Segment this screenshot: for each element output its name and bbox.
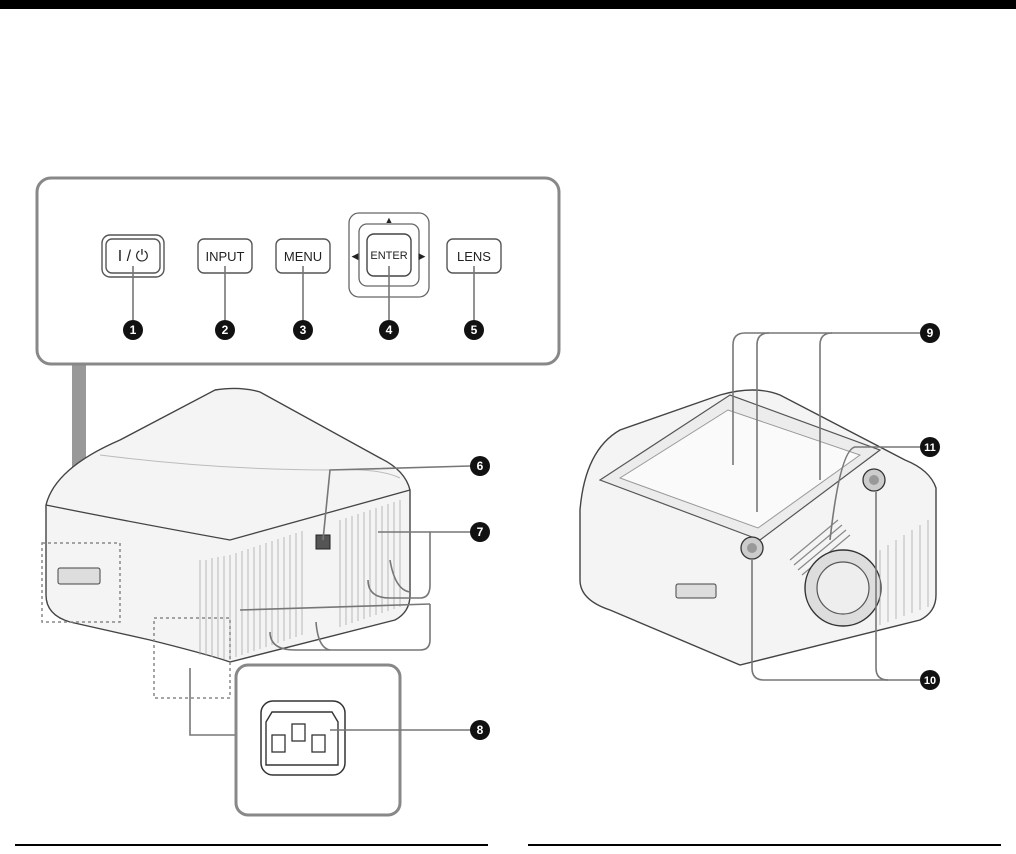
callout-9: 9	[920, 323, 940, 343]
power-button-label: I / ⏻	[118, 248, 149, 265]
svg-text:4: 4	[386, 323, 393, 337]
callout-11: 11	[920, 437, 940, 457]
svg-text:11: 11	[924, 442, 936, 454]
menu-button-label: MENU	[284, 249, 322, 264]
callout-8: 8	[470, 720, 490, 740]
arrow-left-icon[interactable]: ◀	[352, 251, 359, 261]
bottom-rule-right	[528, 844, 1001, 846]
svg-text:9: 9	[927, 326, 934, 340]
projector-bottom-view	[580, 333, 936, 680]
callout-6: 6	[470, 456, 490, 476]
callout-1: 1	[123, 320, 143, 340]
svg-text:1: 1	[130, 323, 137, 337]
callout-3: 3	[293, 320, 313, 340]
bottom-rule-left	[15, 844, 488, 846]
svg-text:8: 8	[477, 723, 484, 737]
callout-2: 2	[215, 320, 235, 340]
projector-front-view	[42, 388, 470, 698]
svg-text:3: 3	[300, 323, 307, 337]
input-button-label: INPUT	[206, 249, 245, 264]
projector-body	[46, 388, 410, 662]
callout-10: 10	[920, 670, 940, 690]
enter-button-label: ENTER	[370, 250, 407, 262]
svg-text:5: 5	[471, 323, 478, 337]
callout-4: 4	[379, 320, 399, 340]
arrow-up-icon[interactable]: ▲	[385, 215, 394, 225]
svg-text:7: 7	[477, 525, 484, 539]
arrow-right-icon[interactable]: ▶	[419, 251, 426, 261]
ac-in-detail	[190, 665, 470, 815]
svg-text:6: 6	[477, 459, 484, 473]
svg-text:10: 10	[924, 675, 936, 687]
callout-7: 7	[470, 522, 490, 542]
lens-button-label: LENS	[457, 249, 491, 264]
svg-text:2: 2	[222, 323, 229, 337]
callout-5: 5	[464, 320, 484, 340]
